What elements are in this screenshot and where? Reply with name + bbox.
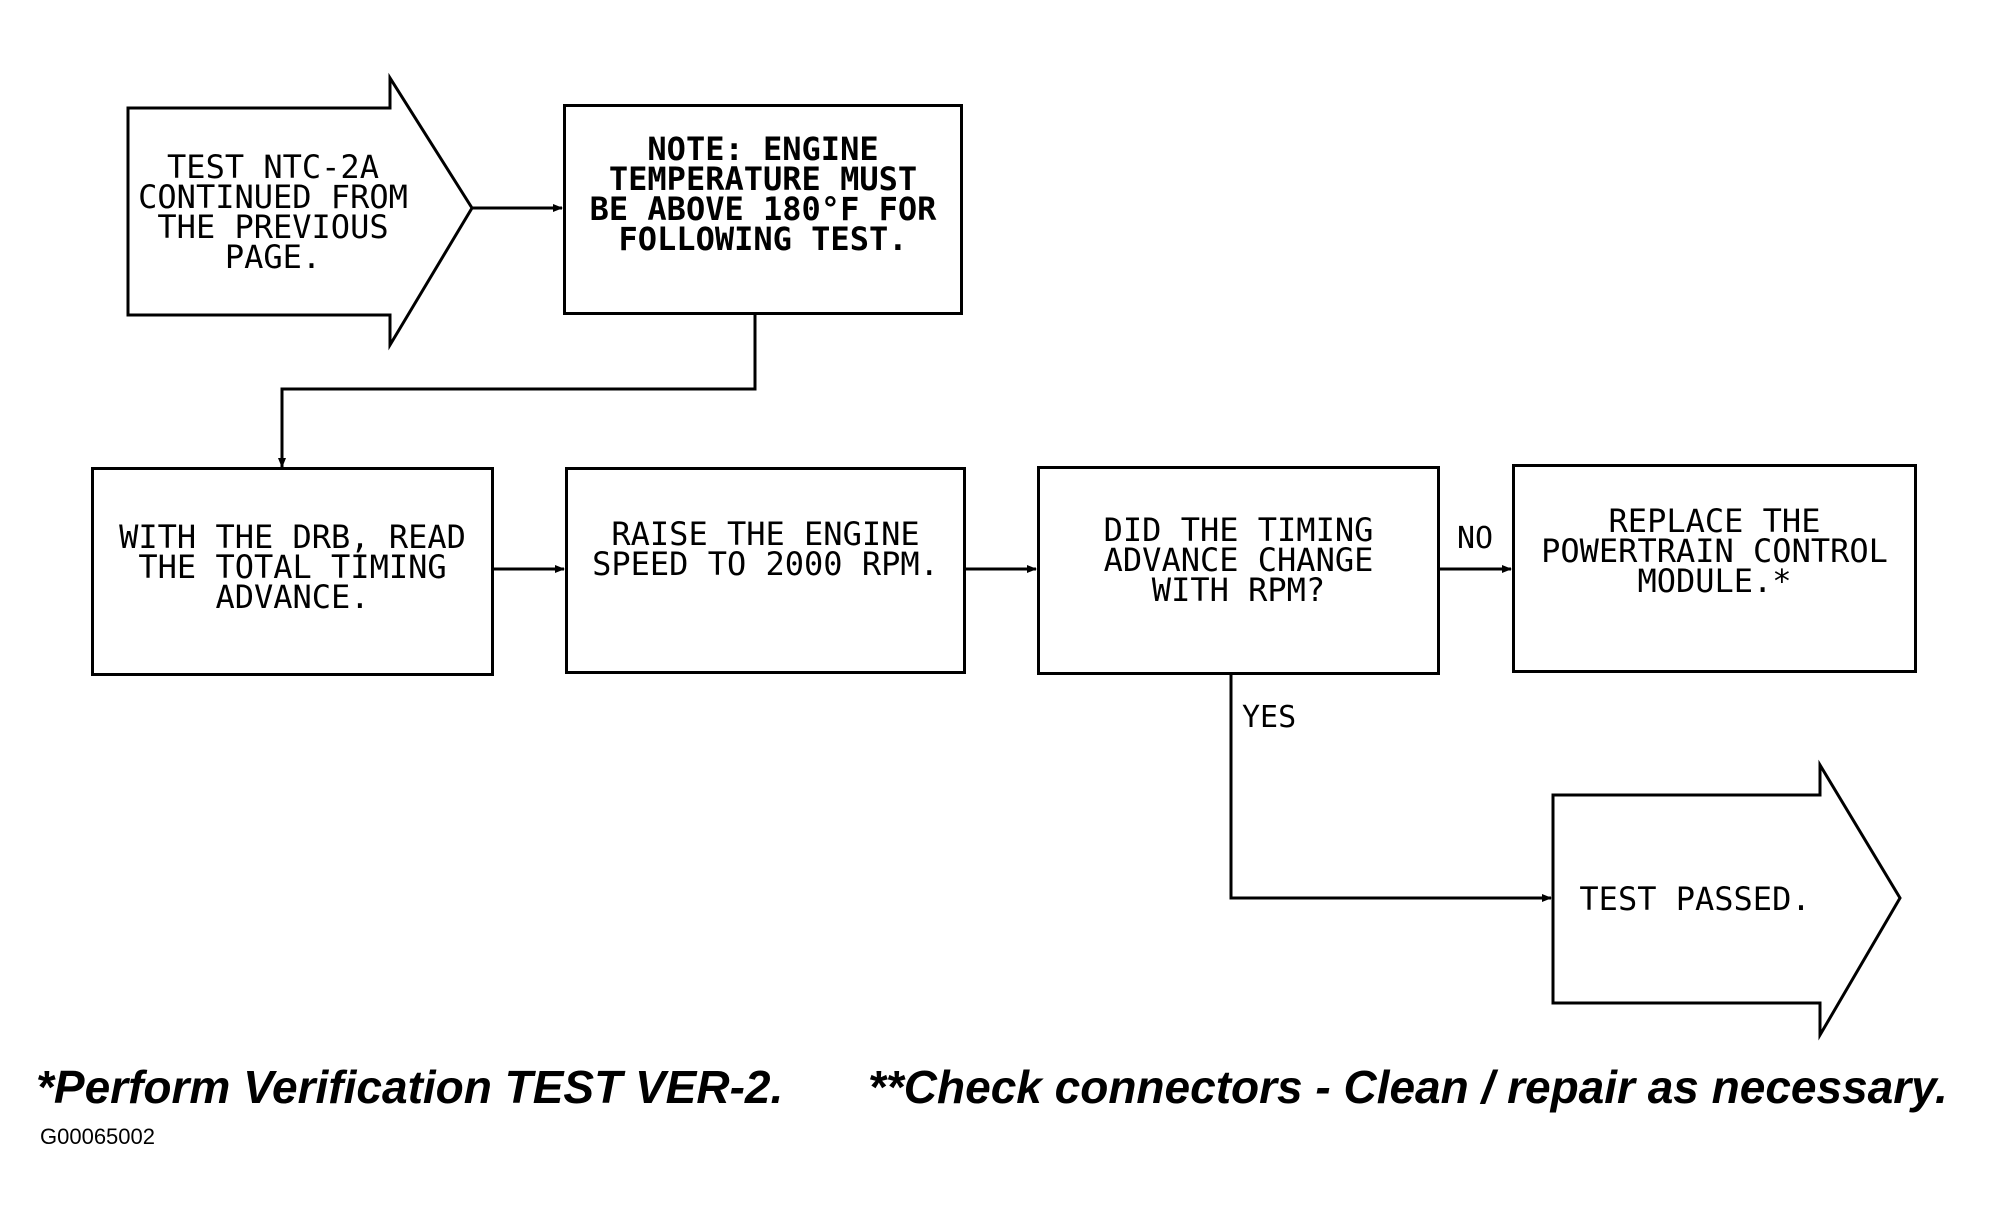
figure-id: G00065002 [40,1124,155,1149]
connector-decision-passed [1229,672,1552,902]
start-arrow: TEST NTC-2A CONTINUED FROM THE PREVIOUS … [128,108,418,315]
footnote-connectors: **Check connectors - Clean / repair as n… [868,1061,1948,1113]
replace-module-text: REPLACE THE POWERTRAIN CONTROL MODULE.* [1541,501,1888,600]
step-read-timing-box: WITH THE DRB, READ THE TOTAL TIMING ADVA… [91,467,494,676]
note-text: NOTE: ENGINE TEMPERATURE MUST BE ABOVE 1… [589,129,937,258]
footnote-verification: *Perform Verification TEST VER-2. [36,1061,784,1113]
step-raise-speed-box: RAISE THE ENGINE SPEED TO 2000 RPM. [565,467,966,674]
passed-arrow-shape [1551,759,1902,1041]
step-raise-speed-text: RAISE THE ENGINE SPEED TO 2000 RPM. [592,514,939,583]
connector-note-step1 [278,315,757,468]
no-label: NO [1457,521,1494,556]
note-box: NOTE: ENGINE TEMPERATURE MUST BE ABOVE 1… [563,104,963,315]
yes-label: YES [1242,700,1297,735]
start-text: TEST NTC-2A CONTINUED FROM THE PREVIOUS … [138,147,408,276]
decision-box: DID THE TIMING ADVANCE CHANGE WITH RPM? [1037,466,1440,675]
decision-text: DID THE TIMING ADVANCE CHANGE WITH RPM? [1103,510,1374,609]
step-read-timing-text: WITH THE DRB, READ THE TOTAL TIMING ADVA… [119,517,466,616]
start-arrow-shape [126,72,474,351]
replace-module-box: REPLACE THE POWERTRAIN CONTROL MODULE.* [1512,464,1917,673]
test-passed-text: TEST PASSED. [1579,880,1811,918]
test-passed-arrow: TEST PASSED. [1553,795,1863,1003]
